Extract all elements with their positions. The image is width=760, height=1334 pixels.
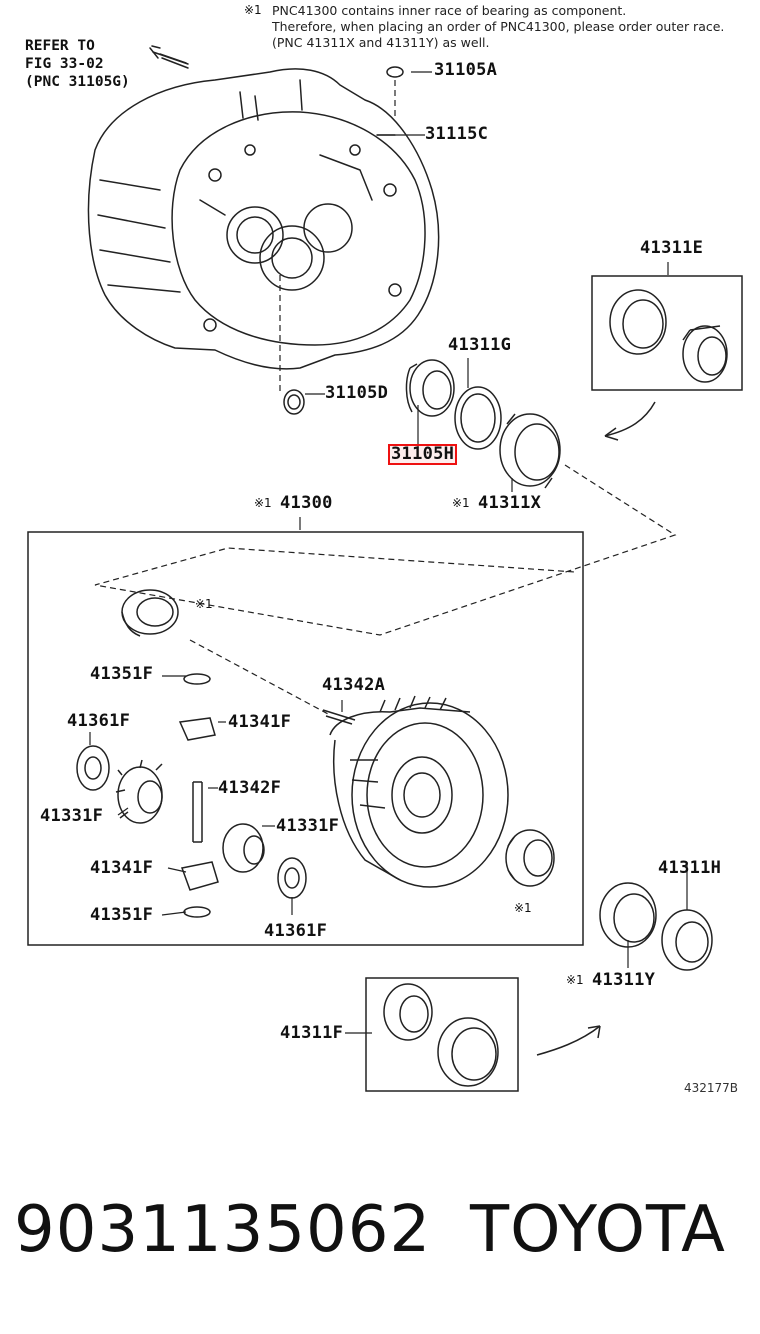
bolt-drawing bbox=[149, 45, 189, 69]
label-41342F[interactable]: 41342F bbox=[218, 778, 282, 798]
mark-41311X: ※1 bbox=[452, 496, 470, 510]
label-41342A[interactable]: 41342A bbox=[322, 675, 386, 695]
note-line-2: Therefore, when placing an order of PNC4… bbox=[272, 19, 725, 34]
mark-bearing-right: ※1 bbox=[514, 901, 532, 915]
refer-line-3: (PNC 31105G) bbox=[25, 74, 130, 90]
label-41311G[interactable]: 41311G bbox=[448, 335, 512, 355]
part-41311F-box bbox=[365, 977, 519, 1092]
label-31105D[interactable]: 31105D bbox=[325, 383, 389, 403]
mark-bearing-top: ※1 bbox=[195, 597, 213, 611]
refer-line-1: REFER TO bbox=[25, 38, 95, 54]
note-mark: ※1 bbox=[244, 3, 262, 17]
label-31115C[interactable]: 31115C bbox=[425, 124, 489, 144]
note-line-1: PNC41300 contains inner race of bearing … bbox=[272, 3, 627, 18]
part-31105D-drawing bbox=[283, 389, 305, 415]
label-41341F-bottom[interactable]: 41341F bbox=[90, 858, 154, 878]
label-41331F-left[interactable]: 41331F bbox=[40, 806, 104, 826]
part-41300-box bbox=[27, 531, 584, 946]
part-41311Y-drawing bbox=[599, 882, 657, 948]
part-41311X-drawing bbox=[499, 413, 561, 489]
footer-part-number: 9031135062 bbox=[14, 1193, 432, 1267]
label-41351F-top[interactable]: 41351F bbox=[90, 664, 154, 684]
bearing-cone-right-drawing bbox=[505, 829, 555, 887]
pinion-41341F-top-drawing bbox=[178, 717, 216, 741]
label-41351F-bottom[interactable]: 41351F bbox=[90, 905, 154, 925]
pin-41342A-drawing bbox=[322, 709, 356, 725]
label-41311X[interactable]: 41311X bbox=[478, 493, 542, 513]
gear-41331F-left-drawing bbox=[115, 759, 163, 824]
part-31105H-drawing bbox=[405, 359, 455, 417]
footer-brand: TOYOTA bbox=[470, 1193, 726, 1267]
label-41361F-bottom[interactable]: 41361F bbox=[264, 921, 328, 941]
differential-case-drawing bbox=[329, 695, 509, 888]
part-41311G-drawing bbox=[454, 386, 502, 450]
label-41361F-left[interactable]: 41361F bbox=[67, 711, 131, 731]
label-31105A[interactable]: 31105A bbox=[434, 60, 498, 80]
washer-41351F-bottom-drawing bbox=[183, 906, 211, 918]
label-31105H[interactable]: 31105H bbox=[387, 444, 458, 465]
bearing-cone-drawing bbox=[121, 589, 179, 637]
label-41311H[interactable]: 41311H bbox=[658, 858, 722, 878]
diagram-code: 432177B bbox=[684, 1081, 739, 1095]
label-41331F-right[interactable]: 41331F bbox=[276, 816, 340, 836]
refer-line-2: FIG 33-02 bbox=[25, 56, 104, 72]
pinion-41341F-bottom-drawing bbox=[180, 861, 219, 891]
gear-41331F-right-drawing bbox=[222, 823, 265, 873]
washer-41361F-left-drawing bbox=[76, 745, 110, 791]
label-41311Y[interactable]: 41311Y bbox=[592, 970, 656, 990]
mark-41300: ※1 bbox=[254, 496, 272, 510]
part-31105A-drawing bbox=[386, 66, 404, 78]
part-41311E-box bbox=[591, 275, 743, 391]
shaft-41342F-drawing bbox=[192, 781, 203, 843]
washer-41351F-top-drawing bbox=[183, 673, 211, 685]
washer-41361F-bottom-drawing bbox=[277, 857, 307, 899]
label-41311E[interactable]: 41311E bbox=[640, 238, 704, 258]
label-41311F[interactable]: 41311F bbox=[280, 1023, 344, 1043]
label-41300[interactable]: 41300 bbox=[280, 493, 333, 513]
label-41341F-top[interactable]: 41341F bbox=[228, 712, 292, 732]
transaxle-housing-drawing bbox=[87, 68, 440, 370]
mark-41311Y: ※1 bbox=[566, 973, 584, 987]
part-41311H-drawing bbox=[661, 909, 713, 971]
note-line-3: (PNC 41311X and 41311Y) as well. bbox=[272, 35, 490, 50]
